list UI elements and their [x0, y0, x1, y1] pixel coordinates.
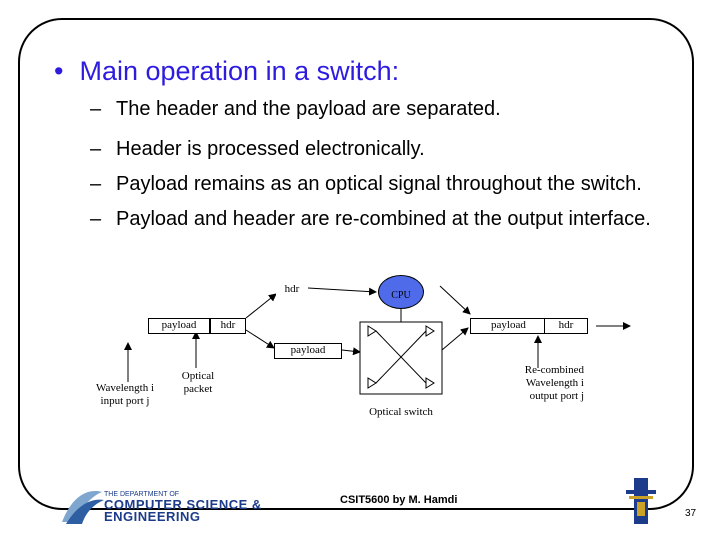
bullet-point-text: Payload remains as an optical signal thr… — [116, 173, 642, 195]
cpu-label: CPU — [391, 290, 411, 301]
switch-port-tl — [367, 325, 377, 337]
input-hdr-label: hdr — [220, 319, 236, 331]
bullet-point-text: Header is processed electronically. — [116, 138, 425, 160]
separated-hdr-box: hdr — [276, 282, 308, 298]
output-payload-box: payload — [470, 318, 558, 334]
course-footer: CSIT5600 by M. Hamdi — [340, 494, 458, 506]
input-payload-box: payload — [148, 318, 210, 334]
bullet-point-1: –The header and the payload are separate… — [90, 98, 501, 120]
switch-port-bl — [367, 377, 377, 389]
bullet-point-4: –Payload and header are re-combined at t… — [90, 208, 651, 230]
dept-line1: THE DEPARTMENT OF — [104, 491, 180, 498]
output-hdr-box: hdr — [544, 318, 588, 334]
bullet-point-3: –Payload remains as an optical signal th… — [90, 173, 642, 195]
bullet-point-text: Payload and header are re-combined at th… — [116, 208, 651, 230]
slide-title: • Main operation in a switch: — [54, 56, 399, 87]
university-logo — [626, 478, 656, 524]
split-hdr-arrow — [245, 293, 277, 319]
department-name: THE DEPARTMENT OF COMPUTER SCIENCE & ENG… — [104, 490, 262, 523]
cpu-node: CPU — [378, 275, 424, 309]
output-hdr-label: hdr — [558, 319, 574, 331]
dept-line2: COMPUTER SCIENCE & — [104, 497, 262, 512]
bullet-point-text: The header and the payload are separated… — [116, 98, 501, 120]
slide-title-text: Main operation in a switch: — [79, 56, 400, 86]
switch-link-2 — [375, 330, 427, 384]
input-hdr-box: hdr — [210, 318, 246, 334]
payload-to-switch-arrow — [341, 347, 361, 356]
cpu-to-output-arrow — [439, 285, 471, 315]
slide-frame — [18, 18, 694, 510]
separated-payload-label: payload — [290, 344, 326, 356]
split-payload-arrow — [245, 329, 275, 349]
separated-hdr-label: hdr — [284, 283, 300, 295]
switch-to-output-arrow — [441, 327, 469, 351]
bullet-point-2: –Header is processed electronically. — [90, 138, 425, 160]
dept-line3: ENGINEERING — [104, 509, 201, 524]
input-payload-label: payload — [161, 319, 197, 331]
output-payload-label: payload — [491, 319, 526, 331]
page-number: 37 — [685, 508, 697, 519]
hdr-to-cpu-arrow — [307, 287, 377, 296]
optical-switch-label: Optical switch — [369, 406, 433, 418]
separated-payload-box: payload — [274, 343, 342, 359]
bullet-icon: • — [54, 56, 64, 86]
department-logo — [62, 491, 104, 524]
